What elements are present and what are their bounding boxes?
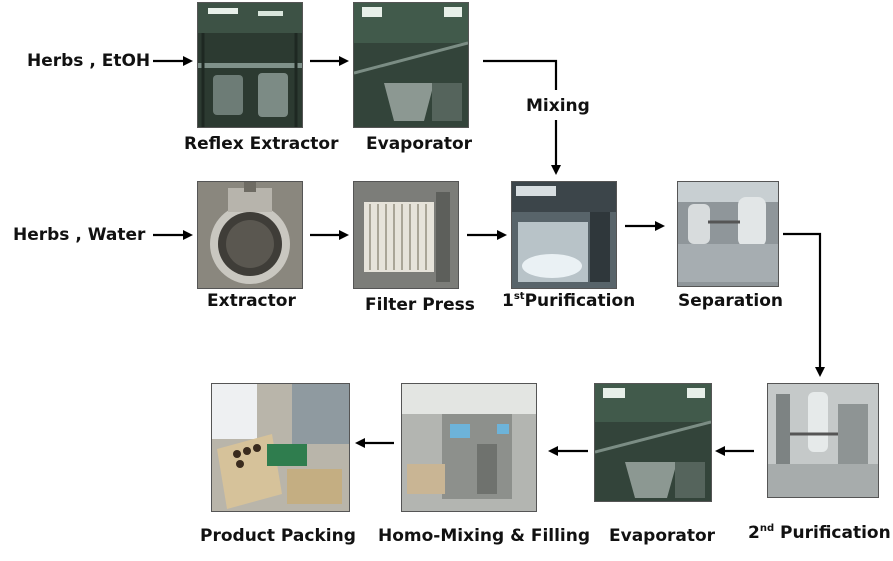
second-purification-image [768, 384, 878, 497]
arrow-evaporator-to-mixing [483, 59, 558, 90]
second-purification-suffix: nd [759, 523, 775, 534]
evaporator-image [354, 3, 468, 127]
product-packing-label: Product Packing [200, 526, 356, 546]
extractor-image [198, 182, 302, 288]
extractor-photo [197, 181, 303, 289]
first-purification-suffix: st [513, 291, 525, 302]
separation-image [678, 182, 778, 286]
mixing-label: Mixing [526, 96, 590, 116]
herbs-etoh-label: Herbs , EtOH [27, 51, 151, 71]
filter-press-image [354, 182, 458, 288]
evaporator-2-label: Evaporator [609, 526, 716, 546]
filter-press-photo [353, 181, 459, 289]
first-purification-label: 1stPurification [502, 291, 636, 311]
reflex-extractor-label: Reflex Extractor [184, 134, 339, 154]
homo-mixing-filling-image [402, 384, 536, 511]
evaporator-label: Evaporator [366, 134, 473, 154]
first-purification-image [512, 182, 616, 288]
extractor-label: Extractor [207, 291, 296, 311]
second-purification-photo [767, 383, 879, 498]
product-packing-photo [211, 383, 350, 512]
second-purification-label: 2nd Purification [748, 523, 891, 543]
evaporator-photo [353, 2, 469, 128]
first-purification-ordinal: 1 [502, 291, 514, 311]
first-purification-photo [511, 181, 617, 289]
second-purification-ordinal: 2 [748, 523, 760, 543]
homo-mixing-filling-label: Homo-Mixing & Filling [378, 526, 591, 546]
reflex-extractor-photo [197, 2, 303, 128]
second-purification-text: Purification [774, 523, 891, 543]
herbs-water-label: Herbs , Water [13, 225, 146, 245]
filter-press-label: Filter Press [365, 295, 475, 315]
evaporator-2-image [595, 384, 711, 501]
arrow-separation-to-second-purification [783, 232, 825, 377]
reflex-extractor-image [198, 3, 302, 127]
separation-photo [677, 181, 779, 287]
separation-label: Separation [678, 291, 784, 311]
first-purification-text: Purification [524, 291, 636, 311]
product-packing-image [212, 384, 349, 511]
homo-mixing-filling-photo [401, 383, 537, 512]
evaporator-2-photo [594, 383, 712, 502]
